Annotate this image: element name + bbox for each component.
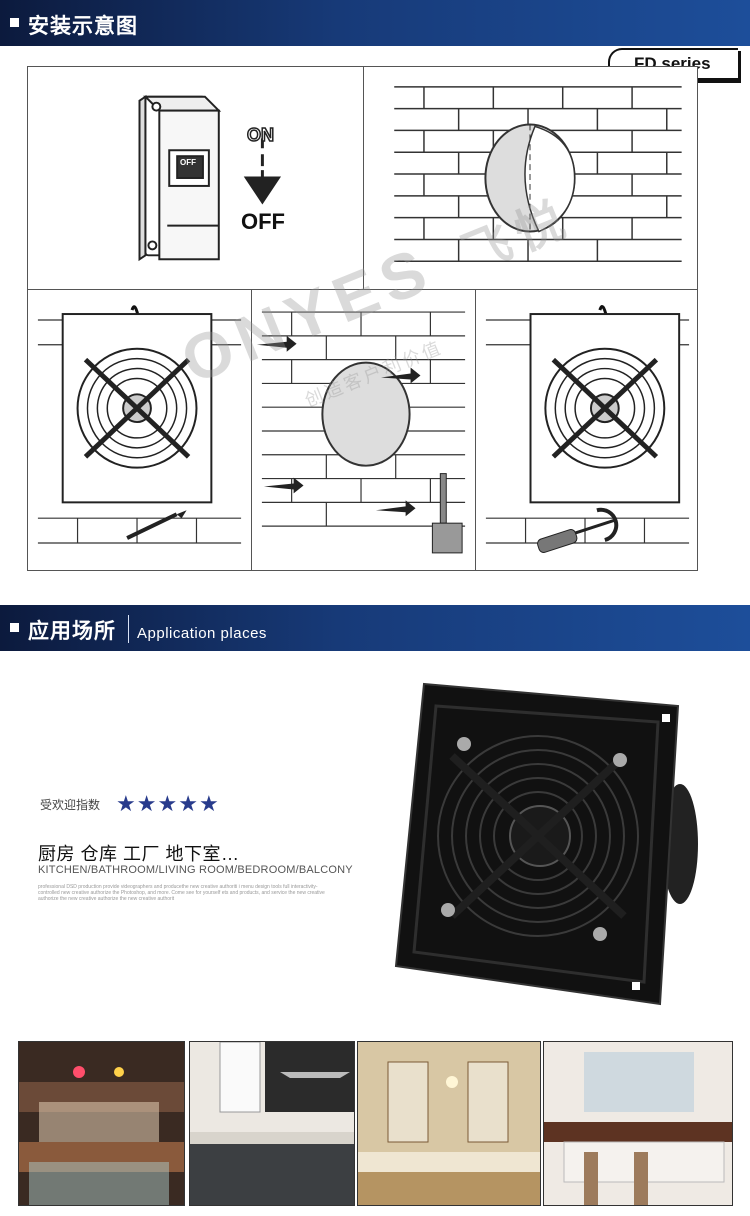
application-places-subtitle: Application places: [137, 625, 267, 642]
fan-mark-illustration: [37, 305, 242, 544]
fan-product-image: [388, 676, 708, 1006]
star-icon: ★: [178, 791, 198, 816]
mall-photo: [18, 1041, 185, 1206]
application-places-header: 应用场所 Application places: [0, 605, 750, 651]
step-panel-drill: [251, 289, 476, 571]
kitchen-photo: [189, 1041, 355, 1206]
popularity-rating: 受欢迎指数 ★ ★ ★ ★ ★: [40, 791, 220, 816]
header-divider: [128, 615, 129, 643]
step-panel-fix-screws: [475, 289, 698, 571]
wall-hole-illustration: [394, 86, 682, 262]
bullet-square-icon: [10, 18, 19, 27]
application-places-title: 应用场所: [28, 619, 116, 643]
step-panel-switch-off: OFF ON OFF: [27, 66, 364, 290]
switch-off-text: OFF: [241, 209, 285, 234]
screw-fan-illustration: [485, 305, 690, 553]
star-icon: ★: [136, 791, 157, 816]
star-icon: ★: [198, 791, 219, 816]
bullet-square-icon: [10, 623, 19, 632]
drill-holes-illustration: [256, 311, 466, 554]
places-list-en: KITCHEN/BATHROOM/LIVING ROOM/BEDROOM/BAL…: [38, 864, 353, 876]
breaker-off-label: OFF: [180, 158, 196, 167]
places-list-cn: 厨房 仓库 工厂 地下室…: [38, 844, 240, 864]
dining-photo: [543, 1041, 733, 1206]
step-panel-wall-hole: [363, 66, 698, 290]
step-panel-mark-position: [27, 289, 252, 571]
rating-label: 受欢迎指数: [40, 797, 101, 812]
install-diagram-header: 安装示意图: [0, 0, 750, 46]
star-icon: ★: [157, 791, 178, 816]
breaker-switch-illustration: [138, 94, 282, 262]
switch-on-text: ON: [246, 124, 275, 146]
install-diagram-title: 安装示意图: [28, 14, 138, 38]
star-icon: ★: [116, 791, 136, 816]
bathroom-photo: [357, 1041, 541, 1206]
fine-print: professional DSD production provide vide…: [38, 884, 325, 902]
